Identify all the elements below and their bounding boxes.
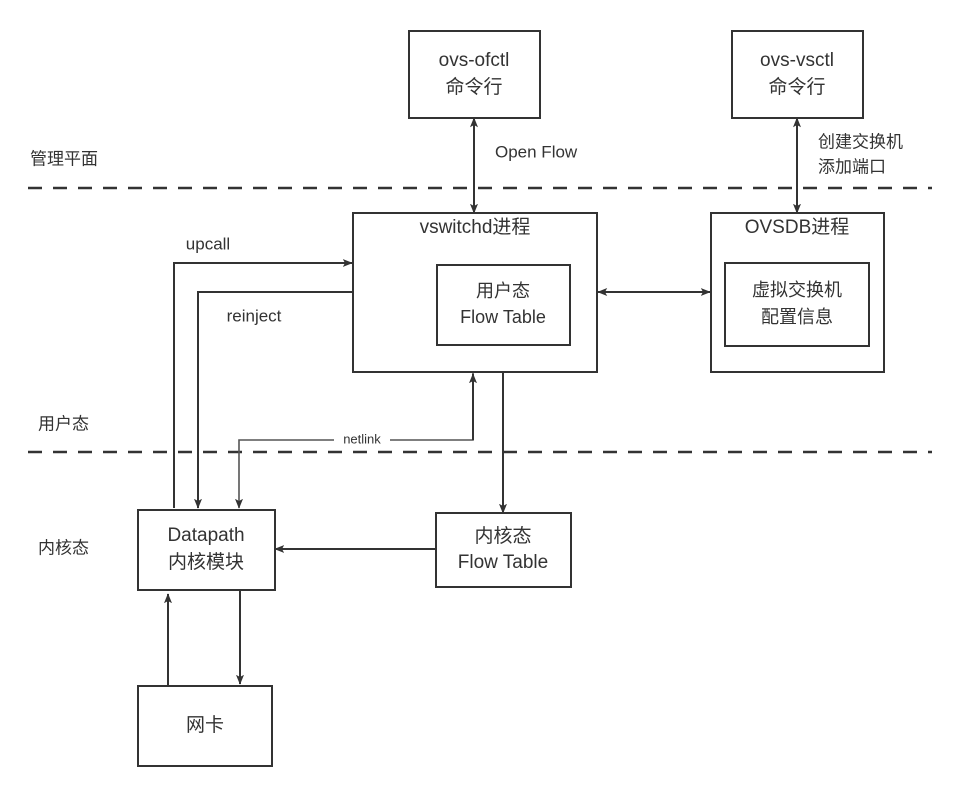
plane-label-management: 管理平面	[30, 149, 98, 168]
edge-label-vsctl-ovsdb-line2: 添加端口	[818, 157, 886, 176]
node-kernel-flow-table-line2: Flow Table	[458, 552, 548, 573]
plane-label-userspace: 用户态	[38, 414, 89, 433]
node-datapath-line2: 内核模块	[168, 551, 244, 573]
node-vswitchd-label: vswitchd进程	[420, 216, 531, 238]
node-switch-config[interactable]: 虚拟交换机 配置信息	[724, 262, 870, 347]
node-user-flow-table[interactable]: 用户态 Flow Table	[436, 264, 571, 346]
node-user-flow-table-line2: Flow Table	[460, 307, 546, 327]
node-switch-config-line1: 虚拟交换机	[752, 280, 842, 300]
node-switch-config-line2: 配置信息	[761, 307, 833, 327]
node-user-flow-table-line1: 用户态	[476, 281, 530, 301]
node-ovs-ofctl[interactable]: ovs-ofctl 命令行	[408, 30, 541, 119]
node-nic-label: 网卡	[186, 714, 224, 736]
edge-label-vsctl-ovsdb-line1: 创建交换机	[818, 132, 903, 151]
node-ovs-ofctl-line1: ovs-ofctl	[439, 50, 510, 71]
edge-reinject	[194, 291, 352, 509]
node-ovs-vsctl-line1: ovs-vsctl	[760, 50, 834, 71]
node-ovs-ofctl-line2: 命令行	[445, 76, 502, 98]
edge-label-upcall: upcall	[186, 234, 230, 253]
node-datapath[interactable]: Datapath 内核模块	[137, 509, 276, 591]
node-kernel-flow-table[interactable]: 内核态 Flow Table	[435, 512, 572, 588]
netlink-label-backdrop	[334, 430, 390, 450]
node-ovsdb-label: OVSDB进程	[745, 216, 850, 238]
node-datapath-line1: Datapath	[167, 525, 244, 546]
node-kernel-flow-table-line1: 内核态	[474, 525, 531, 547]
edge-label-netlink: netlink	[343, 431, 381, 446]
node-ovs-vsctl[interactable]: ovs-vsctl 命令行	[731, 30, 864, 119]
node-ovs-vsctl-line2: 命令行	[768, 76, 825, 98]
node-nic[interactable]: 网卡	[137, 685, 273, 767]
edge-label-openflow: Open Flow	[495, 142, 578, 161]
plane-label-kernelspace: 内核态	[38, 538, 89, 557]
edge-label-reinject: reinject	[227, 306, 282, 325]
edge-upcall	[173, 259, 353, 508]
